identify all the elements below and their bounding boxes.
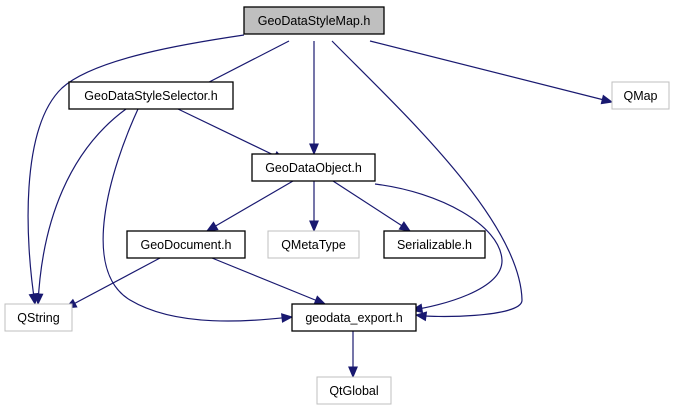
edge-GeoDataObject-to-GeoDocument bbox=[205, 180, 294, 232]
node-box[interactable] bbox=[126, 230, 246, 259]
arrowhead-icon bbox=[281, 313, 294, 323]
edge-GeoDataStyleSelector-to-GeoDataObject bbox=[177, 108, 286, 161]
node-label: GeoDataStyleSelector.h bbox=[84, 89, 217, 103]
arrowhead-icon bbox=[398, 221, 412, 232]
arrowhead-icon bbox=[313, 295, 327, 305]
node-label: QMap bbox=[623, 89, 657, 103]
node-box bbox=[4, 303, 73, 332]
edge-line bbox=[37, 108, 127, 305]
edge-GeoDataStyleMap-to-QMap bbox=[369, 40, 614, 105]
edge-line bbox=[211, 257, 326, 305]
arrowhead-icon bbox=[600, 94, 614, 105]
node-label: GeoDataStyleMap.h bbox=[258, 14, 371, 28]
edge-line bbox=[331, 40, 523, 318]
edge-line bbox=[27, 34, 245, 305]
arrowhead-icon bbox=[205, 221, 219, 232]
node-box[interactable] bbox=[383, 230, 486, 259]
node-GeoDataObject[interactable]: GeoDataObject.h bbox=[251, 153, 376, 182]
node-GeoDataStyleSelector[interactable]: GeoDataStyleSelector.h bbox=[68, 81, 234, 110]
arrowhead-icon bbox=[309, 220, 319, 233]
edge-line bbox=[374, 183, 503, 311]
edge-line bbox=[65, 257, 161, 309]
edge-GeoDataStyleMap-to-geodata_export bbox=[331, 40, 523, 322]
node-geodata_export[interactable]: geodata_export.h bbox=[291, 303, 417, 332]
edge-GeoDataStyleSelector-to-geodata_export bbox=[102, 108, 294, 323]
edge-line bbox=[177, 108, 285, 161]
node-label: GeoDataObject.h bbox=[265, 161, 362, 175]
node-QString: QString bbox=[4, 303, 73, 332]
node-label: QString bbox=[17, 311, 59, 325]
edge-GeoDocument-to-geodata_export bbox=[211, 257, 327, 305]
arrowhead-icon bbox=[33, 293, 44, 306]
node-box[interactable] bbox=[251, 153, 376, 182]
node-QMetaType: QMetaType bbox=[267, 230, 360, 259]
node-label: QMetaType bbox=[281, 238, 346, 252]
node-QtGlobal: QtGlobal bbox=[316, 376, 392, 405]
node-Serializable[interactable]: Serializable.h bbox=[383, 230, 486, 259]
node-label: GeoDocument.h bbox=[140, 238, 231, 252]
node-GeoDocument[interactable]: GeoDocument.h bbox=[126, 230, 246, 259]
edge-geodata_export-to-QtGlobal bbox=[348, 331, 358, 379]
node-label: Serializable.h bbox=[397, 238, 472, 252]
node-box bbox=[267, 230, 360, 259]
arrowhead-icon bbox=[414, 311, 428, 322]
node-box[interactable] bbox=[243, 6, 385, 35]
edge-GeoDataStyleMap-to-GeoDataObject bbox=[309, 41, 319, 156]
edge-line bbox=[206, 180, 294, 232]
edge-GeoDataObject-to-QMetaType bbox=[309, 181, 319, 233]
node-box bbox=[316, 376, 392, 405]
node-GeoDataStyleMap[interactable]: GeoDataStyleMap.h bbox=[243, 6, 385, 35]
edge-line bbox=[369, 40, 613, 103]
node-box[interactable] bbox=[291, 303, 417, 332]
node-box bbox=[611, 81, 670, 110]
arrowhead-icon bbox=[348, 366, 358, 379]
node-label: QtGlobal bbox=[329, 384, 378, 398]
edge-GeoDataStyleSelector-to-QString bbox=[33, 108, 127, 306]
node-QMap: QMap bbox=[611, 81, 670, 110]
edge-line bbox=[332, 180, 411, 232]
edge-GeoDocument-to-QString bbox=[64, 257, 161, 309]
edge-GeoDataStyleMap-to-QString bbox=[27, 34, 245, 306]
node-label: geodata_export.h bbox=[305, 311, 402, 325]
edge-GeoDataObject-to-Serializable bbox=[332, 180, 412, 232]
edge-line bbox=[102, 108, 293, 322]
arrowhead-icon bbox=[309, 143, 319, 156]
node-box[interactable] bbox=[68, 81, 234, 110]
